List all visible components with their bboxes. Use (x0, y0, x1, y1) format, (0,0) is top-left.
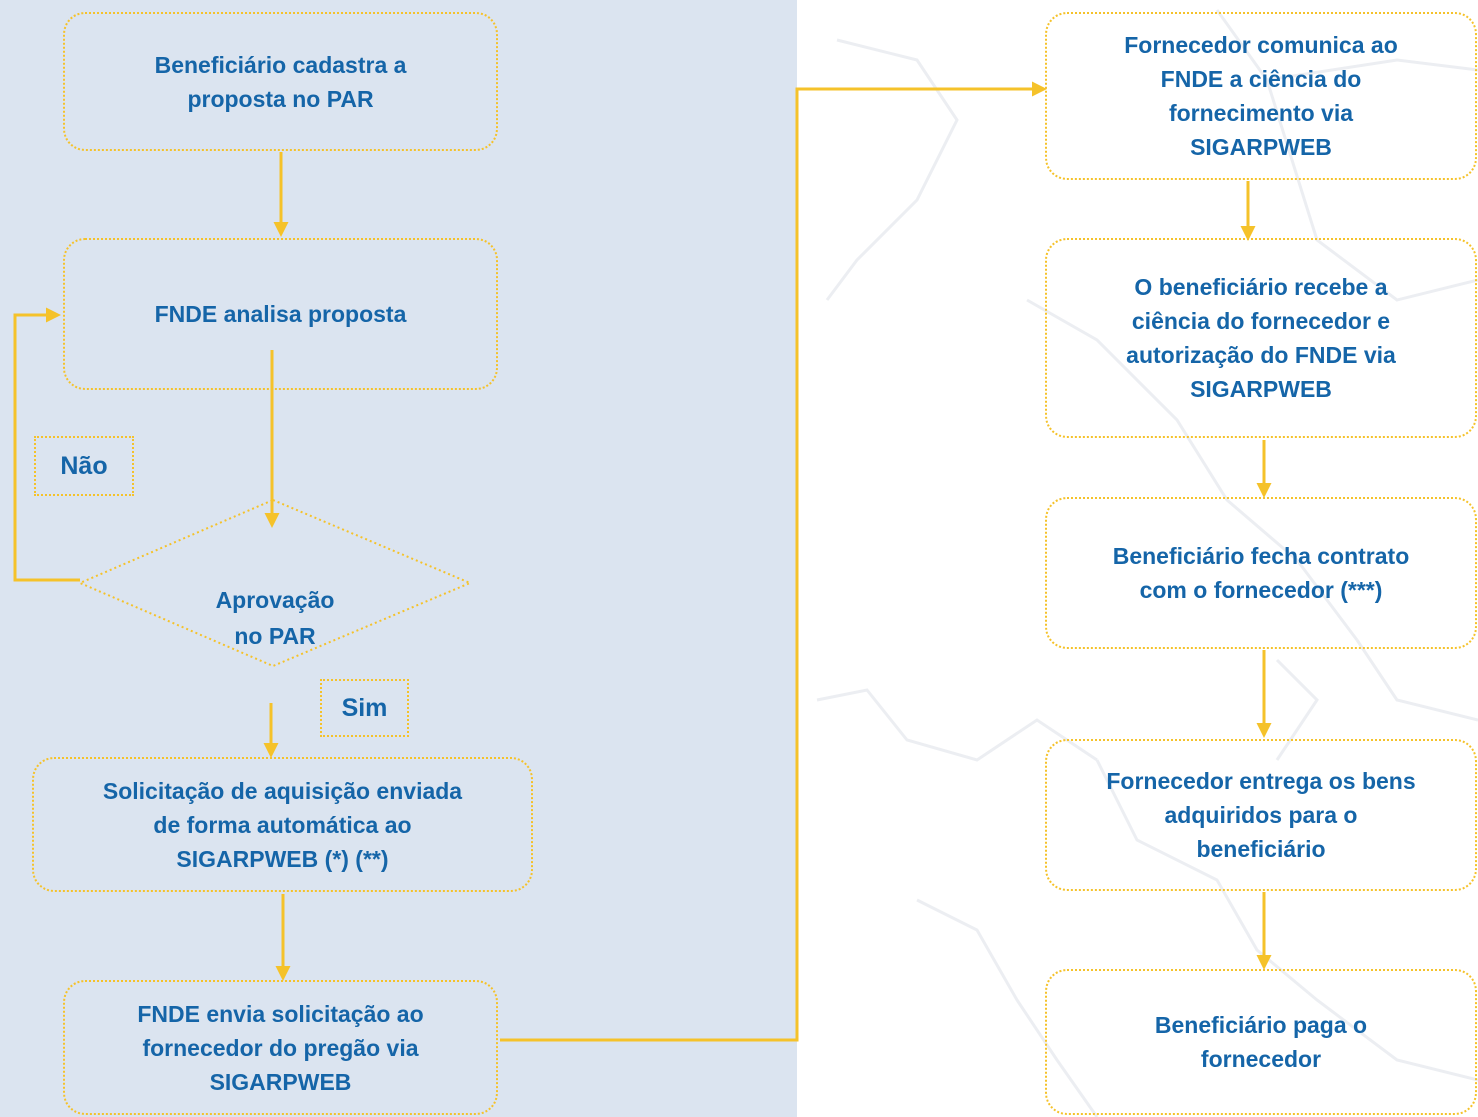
decision-label: Aprovação no PAR (215, 587, 335, 649)
left-panel-background (0, 0, 797, 1117)
step-close-contract: Beneficiário fecha contrato com o fornec… (1045, 497, 1477, 649)
yes-label: Sim (320, 679, 409, 737)
arrow-step4-to-step5 (500, 81, 1047, 1042)
step-send-request-automatic: Solicitação de aquisição enviada de form… (32, 757, 533, 892)
step-supplier-informs-fnde: Fornecedor comunica ao FNDE a ciência do… (1045, 12, 1477, 180)
arrow-no-loop (13, 307, 80, 582)
step-fnde-sends-request: FNDE envia solicitação ao fornecedor do … (63, 980, 498, 1115)
background-map-outline (816, 9, 1478, 1117)
step-register-proposal: Beneficiário cadastra a proposta no PAR (63, 12, 498, 151)
no-label: Não (34, 436, 134, 496)
step-supplier-delivers: Fornecedor entrega os bens adquiridos pa… (1045, 739, 1477, 891)
step-beneficiary-pays: Beneficiário paga o fornecedor (1045, 969, 1477, 1115)
step-beneficiary-receives: O beneficiário recebe a ciência do forne… (1045, 238, 1477, 438)
step-analyze-proposal: FNDE analisa proposta (63, 238, 498, 390)
